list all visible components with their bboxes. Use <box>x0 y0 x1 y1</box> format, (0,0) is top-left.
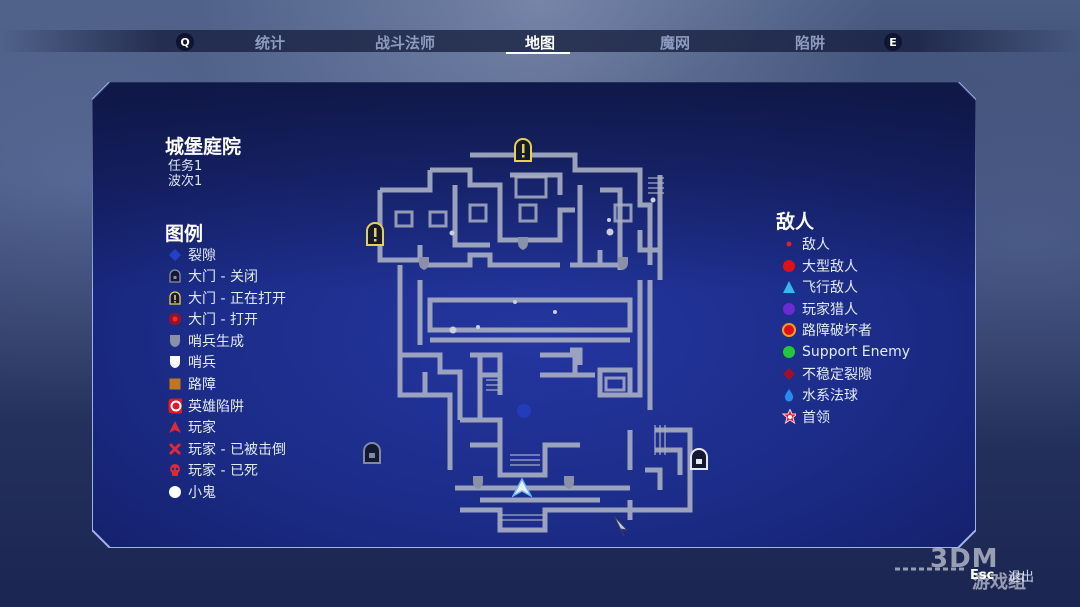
gate-opening-marker[interactable] <box>364 221 386 247</box>
barricade-icon <box>168 377 182 391</box>
esc-key-button[interactable]: Esc <box>970 568 995 583</box>
gate-open-icon <box>168 312 182 326</box>
support-enemy-icon <box>782 345 796 359</box>
enemy-legend-item: 水系法球 <box>782 385 858 405</box>
legend-item: 英雄陷阱 <box>168 396 244 416</box>
watermark-group-label: 游戏组 <box>972 572 1026 593</box>
barricade-breaker-icon <box>782 323 796 337</box>
player-hunter-icon <box>782 302 796 316</box>
legend-item: 哨兵生成 <box>168 331 244 351</box>
legend-item: 玩家 - 已被击倒 <box>168 439 286 459</box>
cursor-icon <box>613 515 629 537</box>
player-icon <box>168 420 182 434</box>
legend-item: 哨兵 <box>168 352 216 372</box>
player-downed-icon <box>168 442 182 456</box>
active-tab-indicator <box>506 52 570 54</box>
rift-marker[interactable] <box>515 401 533 421</box>
tab-weave[interactable]: 魔网 <box>659 34 691 52</box>
player-marker[interactable] <box>512 478 532 498</box>
tab-traps[interactable]: 陷阱 <box>794 34 826 52</box>
gate-closed-marker[interactable] <box>361 441 383 465</box>
wave-label: 波次1 <box>168 174 203 189</box>
legend-item: 路障 <box>168 374 216 394</box>
guardian-icon <box>168 355 182 369</box>
enemy-legend-item: 不稳定裂隙 <box>782 364 872 384</box>
next-tab-key-e[interactable]: E <box>884 33 902 51</box>
legend-item: 小鬼 <box>168 482 216 502</box>
enemy-legend-item: 首领 <box>782 407 830 427</box>
gate-opening-marker[interactable] <box>512 137 534 163</box>
legend-item: 大门 - 正在打开 <box>168 288 286 308</box>
enemy-legend-item: Support Enemy <box>782 342 910 362</box>
boss-icon <box>782 409 796 425</box>
mission-label: 任务1 <box>168 159 203 174</box>
gate-closed-marker[interactable] <box>688 447 710 471</box>
legend-item: 大门 - 关闭 <box>168 266 258 286</box>
legend-item: 玩家 <box>168 417 216 437</box>
area-title: 城堡庭院 <box>165 136 242 158</box>
enemy-legend-item: 玩家猎人 <box>782 299 858 319</box>
watermark-dragon-graphic <box>895 567 965 571</box>
exit-label: 退出 <box>1008 570 1035 585</box>
tab-bar <box>0 30 1080 52</box>
prev-tab-key-q[interactable]: Q <box>176 33 194 51</box>
enemy-dot-icon <box>782 237 796 251</box>
tab-map[interactable]: 地图 <box>524 34 556 52</box>
rift-icon <box>168 248 182 262</box>
map-panel <box>92 82 976 548</box>
guardian-spawn-icon <box>168 334 182 348</box>
unstable-rift-icon <box>782 367 796 381</box>
large-enemy-icon <box>782 259 796 273</box>
kobold-icon <box>168 485 182 499</box>
legend-item: 大门 - 打开 <box>168 309 258 329</box>
legend-item: 裂隙 <box>168 245 216 265</box>
gate-closed-icon <box>168 269 182 283</box>
player-dead-icon <box>168 463 182 477</box>
hero-trap-icon <box>168 398 182 414</box>
legend-item: 玩家 - 已死 <box>168 460 258 480</box>
gate-opening-icon <box>168 291 182 305</box>
enemy-legend-item: 路障破坏者 <box>782 320 872 340</box>
tab-battlemage[interactable]: 战斗法师 <box>374 34 436 52</box>
enemies-title: 敌人 <box>776 211 815 233</box>
enemy-legend-item: 大型敌人 <box>782 256 858 276</box>
tab-stats[interactable]: 统计 <box>254 34 286 52</box>
flying-enemy-icon <box>782 280 796 294</box>
enemy-legend-item: 敌人 <box>782 234 830 254</box>
enemy-legend-item: 飞行敌人 <box>782 277 858 297</box>
watermark-3dm: 3DM <box>930 544 999 574</box>
water-orb-icon <box>782 388 796 402</box>
map-panel-frame <box>92 82 976 548</box>
legend-title: 图例 <box>165 223 204 245</box>
